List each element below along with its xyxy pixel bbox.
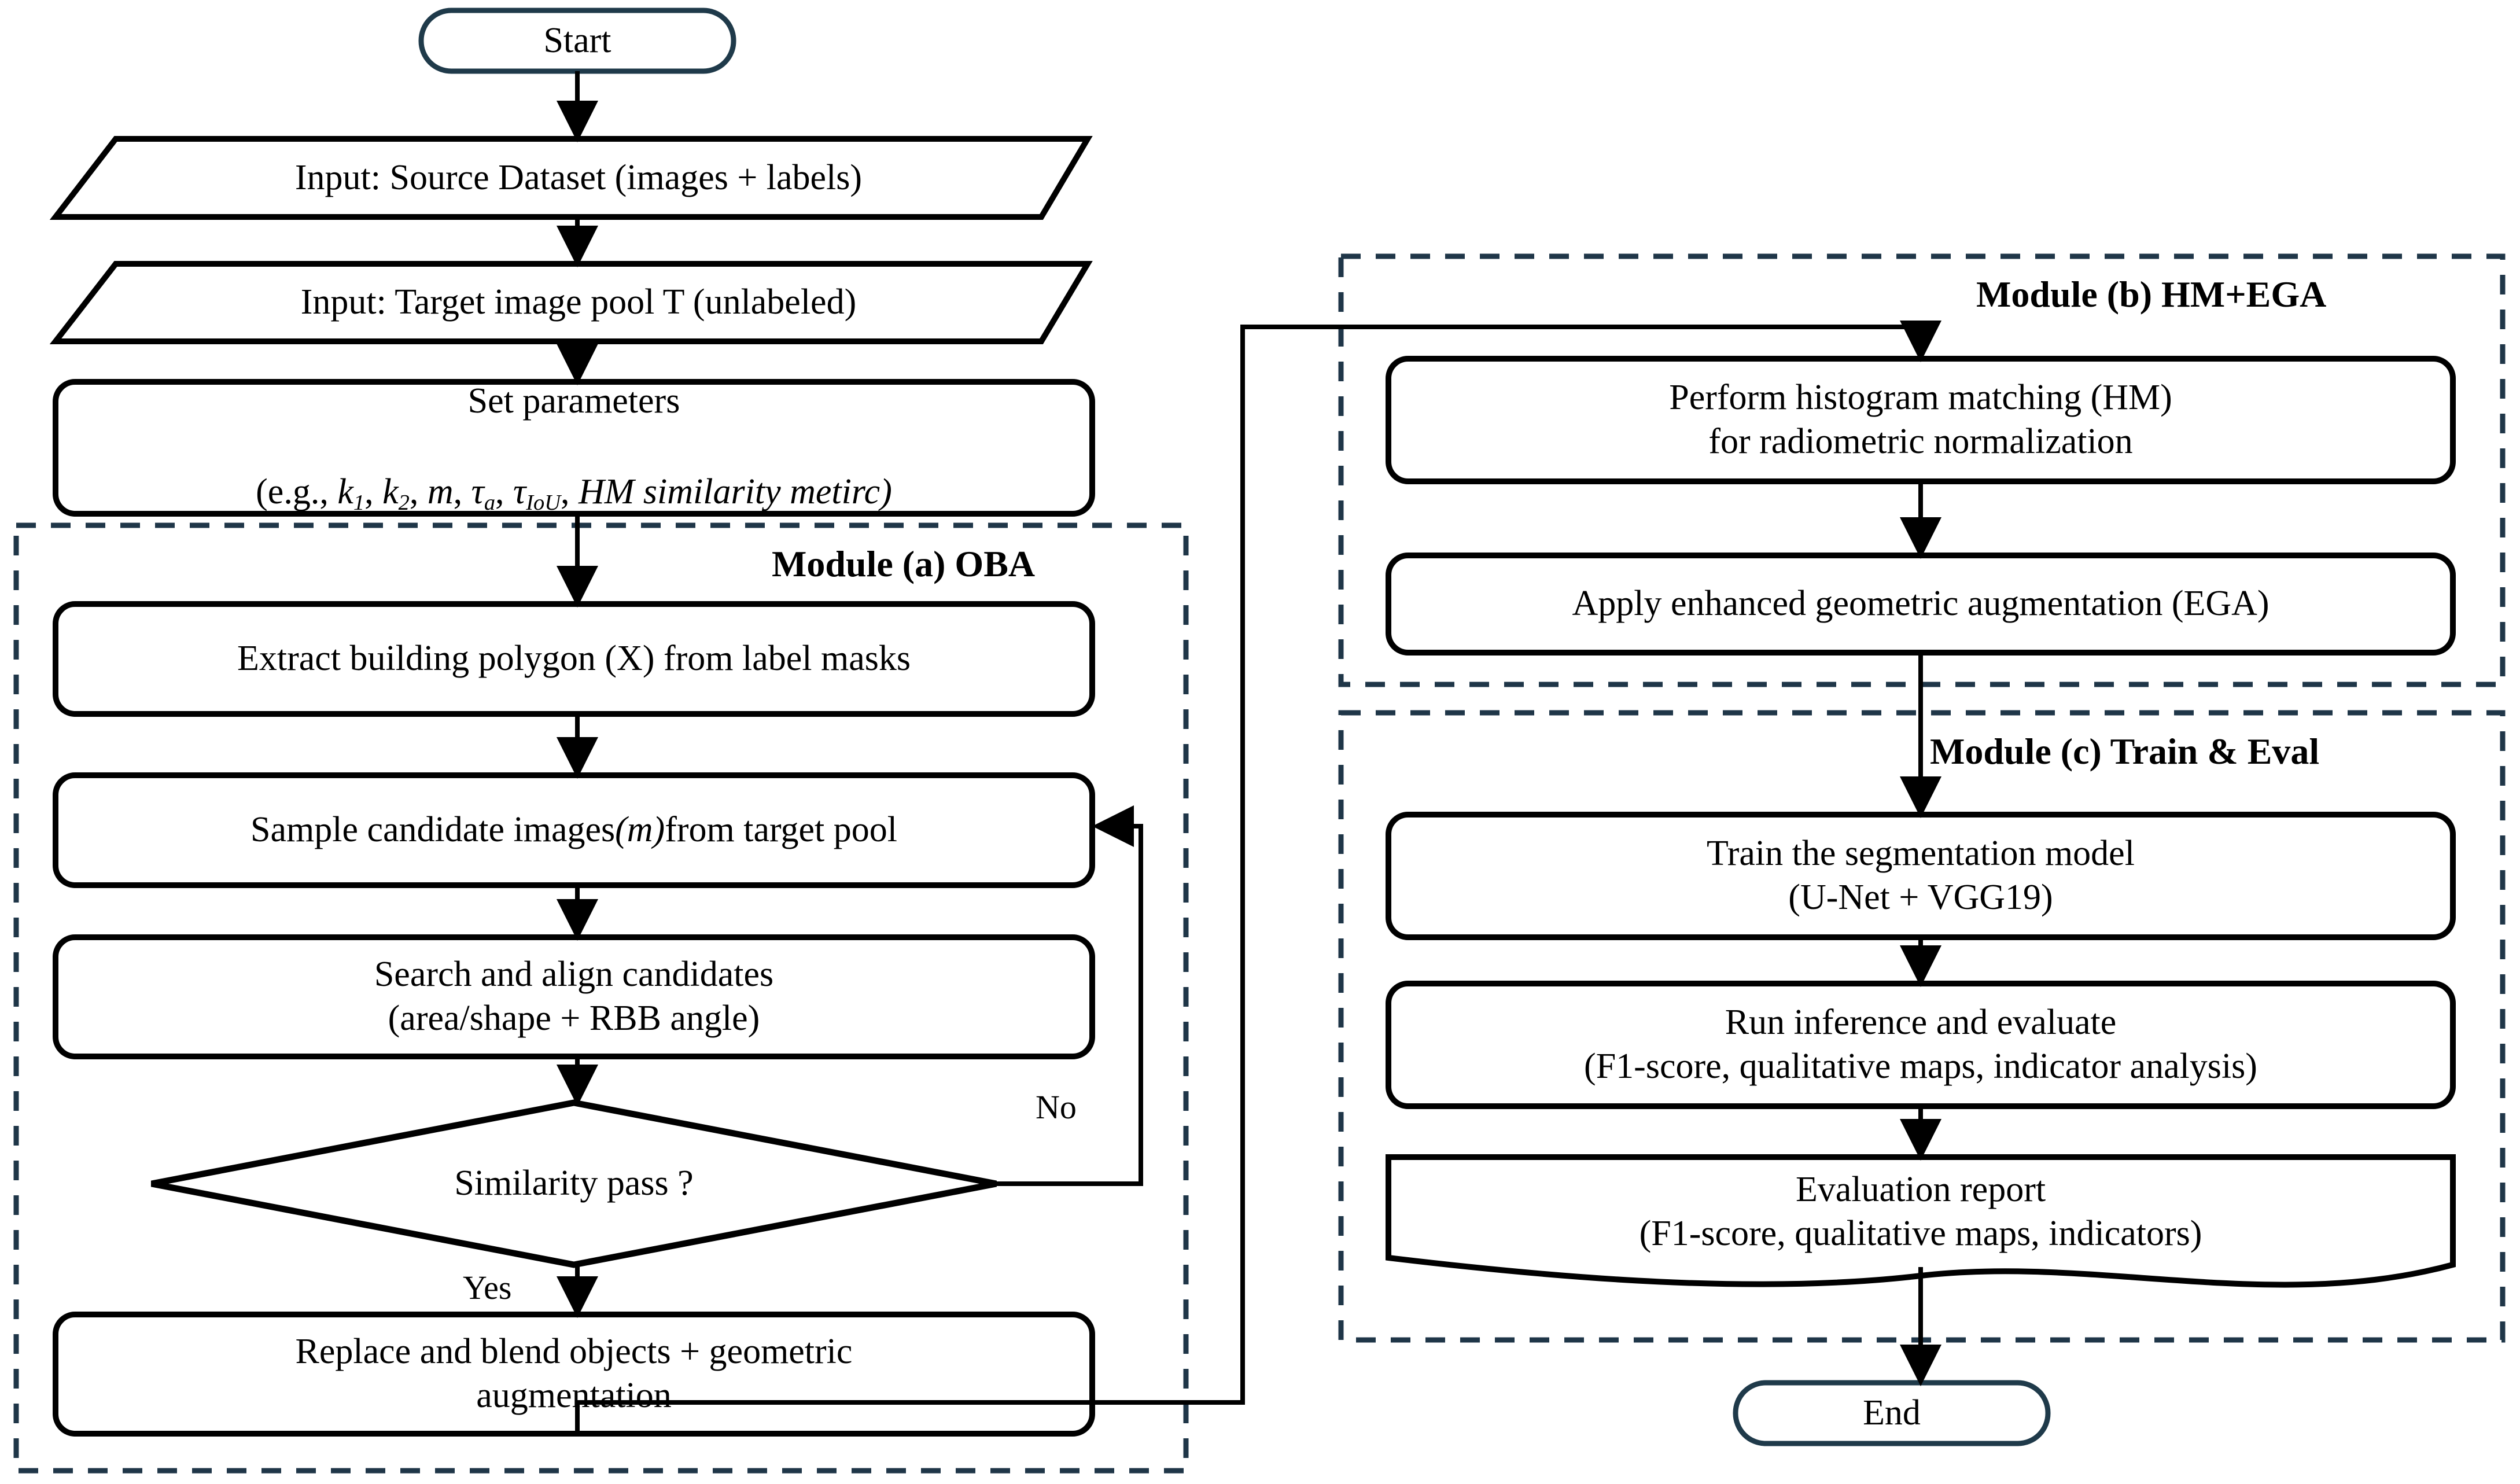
node-run-inference-shape bbox=[1386, 981, 2456, 1109]
node-replace-blend-shape bbox=[53, 1312, 1095, 1437]
edge-group bbox=[557, 71, 1941, 1386]
node-start-shape bbox=[418, 8, 736, 74]
node-histogram-matching-shape bbox=[1386, 356, 2456, 484]
node-input-source-shape bbox=[49, 136, 1093, 220]
node-end-shape bbox=[1733, 1380, 2051, 1446]
node-similarity-decision-shape bbox=[150, 1099, 997, 1268]
edge-label-no: No bbox=[1036, 1088, 1077, 1126]
node-enhanced-geometric-aug-shape bbox=[1386, 553, 2456, 656]
module-c-label: Module (c) Train & Eval bbox=[1930, 731, 2320, 772]
edge-label-yes: Yes bbox=[463, 1269, 512, 1306]
node-set-params-shape bbox=[53, 379, 1095, 517]
node-train-model-shape bbox=[1386, 812, 2456, 940]
node-extract-polygon-shape bbox=[53, 601, 1095, 717]
module-a-container bbox=[13, 522, 1189, 1474]
node-input-target-shape bbox=[49, 261, 1093, 344]
node-evaluation-report-shape bbox=[1386, 1154, 2456, 1288]
module-a-label: Module (a) OBA bbox=[772, 543, 1036, 584]
edge-decision-no-loop bbox=[996, 805, 1143, 1186]
module-b-label: Module (b) HM+EGA bbox=[1976, 274, 2327, 315]
node-sample-candidates-shape bbox=[53, 772, 1095, 888]
node-search-align-shape bbox=[53, 934, 1095, 1059]
